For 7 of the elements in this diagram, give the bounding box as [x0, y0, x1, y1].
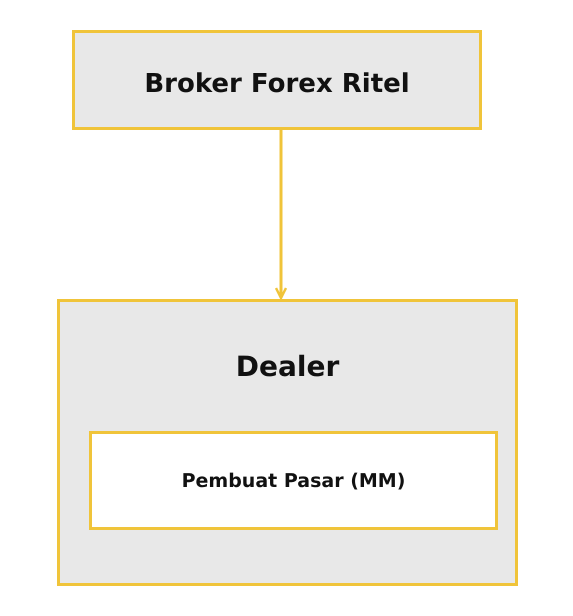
process-box	[72, 30, 482, 130]
node-label: Dealer	[234, 350, 340, 383]
group-box	[57, 299, 518, 586]
node-label: Broker Forex Ritel	[143, 69, 411, 99]
arrow	[274, 130, 288, 300]
node-label: Pembuat Pasar (MM)	[180, 470, 406, 492]
process-box	[89, 431, 498, 530]
